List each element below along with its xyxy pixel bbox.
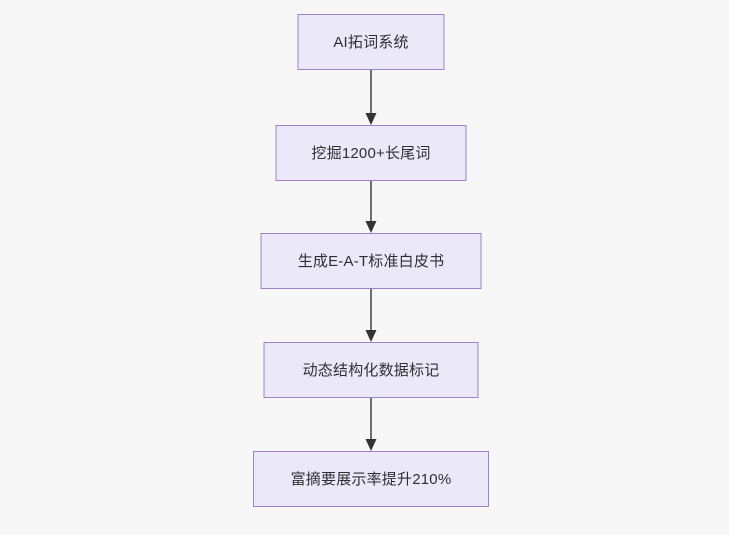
flow-node-ai-expansion-system[interactable]: AI拓词系统 bbox=[297, 14, 445, 70]
flow-node-label: 动态结构化数据标记 bbox=[302, 361, 440, 379]
flow-edge-n1-n2 bbox=[364, 70, 378, 125]
flow-edge-n2-n3 bbox=[364, 181, 378, 233]
flow-edge-n3-n4 bbox=[364, 289, 378, 342]
flow-node-label: 挖掘1200+长尾词 bbox=[311, 144, 431, 162]
flow-node-label: 富摘要展示率提升210% bbox=[290, 470, 452, 488]
flow-node-label: AI拓词系统 bbox=[333, 33, 409, 51]
flow-node-mine-longtail-keywords[interactable]: 挖掘1200+长尾词 bbox=[275, 125, 467, 181]
flow-node-dynamic-structured-data-markup[interactable]: 动态结构化数据标记 bbox=[263, 342, 479, 398]
flow-node-label: 生成E-A-T标准白皮书 bbox=[297, 252, 445, 270]
flow-node-rich-snippet-impression-lift[interactable]: 富摘要展示率提升210% bbox=[253, 451, 489, 507]
flow-node-generate-eat-whitepaper[interactable]: 生成E-A-T标准白皮书 bbox=[260, 233, 482, 289]
flow-edge-n4-n5 bbox=[364, 398, 378, 451]
